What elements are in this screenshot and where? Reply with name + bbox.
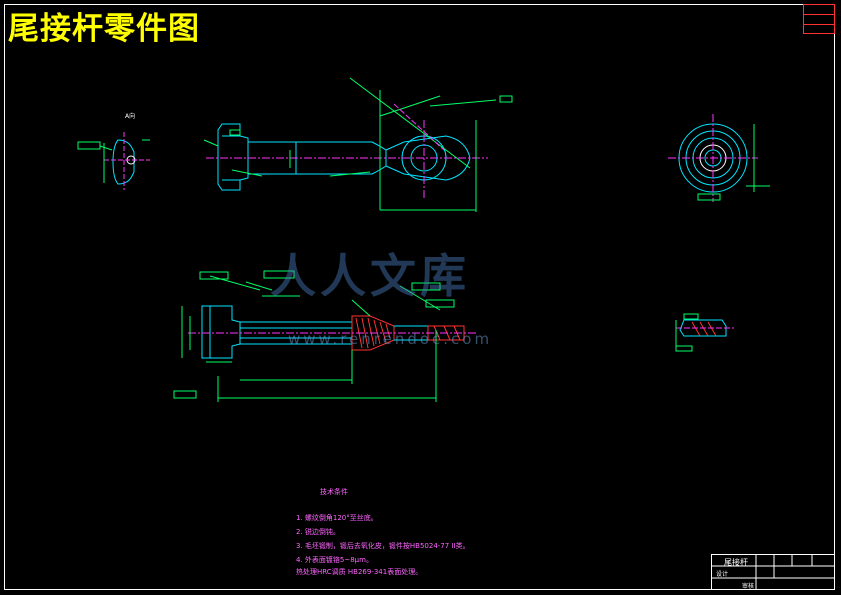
note-item-1: 1. 螺纹倒角120°至丝底。 <box>296 514 378 522</box>
view-a-label: A向 <box>125 112 135 120</box>
note-item-4: 4. 外表面镀铬5~8μm。 <box>296 556 373 564</box>
checker-label: 审核 <box>742 583 755 590</box>
title-block-grid <box>711 554 835 590</box>
note-item-5: 热处理HRC调质 HB269-341表面处理。 <box>296 568 423 576</box>
corner-row-1 <box>804 5 834 15</box>
corner-row-2 <box>804 15 834 25</box>
main-elevation-view <box>203 77 513 212</box>
part-name: 尾接杆 <box>724 558 748 567</box>
watermark-url: www.renrendoc.com <box>288 330 493 348</box>
watermark-text: 人人文库 <box>270 249 470 303</box>
drawing-border <box>4 4 835 590</box>
end-view-circles <box>668 114 770 202</box>
section-view <box>173 270 476 402</box>
detail-section <box>675 313 734 352</box>
corner-title-block <box>803 4 835 34</box>
note-item-2: 2. 锐边倒钝。 <box>296 528 340 536</box>
notes-heading: 技术条件 <box>320 488 348 496</box>
drawing-title: 尾接杆零件图 <box>8 11 200 47</box>
view-a-direction <box>77 132 150 190</box>
note-item-3: 3. 毛坯锻制，锻后去氧化皮，锻件按HB5024-77 II类。 <box>296 542 470 550</box>
title-block: 尾接杆 设计 审核 <box>711 554 835 590</box>
designer-label: 设计 <box>716 571 729 578</box>
